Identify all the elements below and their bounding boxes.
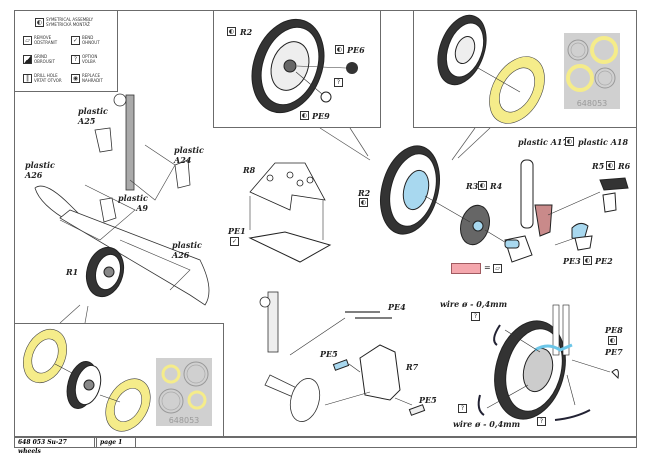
footer-page: page 1: [96, 437, 136, 447]
wire-bottom-left: [477, 394, 485, 416]
label-r5: R5: [592, 161, 605, 171]
symmetry-icon: ◐: [359, 198, 368, 207]
legend-item-replace: ◉ REPLACE NAHRADIT: [71, 73, 103, 83]
legend-box: ◐ SYMETRICAL ASSEMBLY SYMETRICKÁ MONTÁŽ …: [14, 10, 118, 92]
assembly-guides-left: [59, 144, 191, 291]
label-plastic-a25: plastic A25: [78, 106, 108, 126]
footer-product: 648 053 Su-27 wheels: [15, 437, 95, 455]
wheel-r2-mid: [380, 145, 440, 235]
part-r7: [359, 344, 401, 401]
part-r3-r4: [460, 204, 490, 246]
option-icon: ?: [334, 78, 343, 87]
part-pe5-right: [408, 404, 426, 416]
symmetry-icon: ◐: [608, 336, 617, 345]
legend-item-option: ? OPTION VOLBA: [71, 54, 97, 64]
label-pe3: PE3: [563, 256, 581, 266]
mask-code-top: 648053: [576, 99, 608, 108]
part-r8: [249, 162, 326, 211]
mask-code-bottom: 648053: [168, 416, 200, 425]
symmetry-icon: ◐: [335, 45, 344, 54]
label-plastic-a26-right: plastic A26: [172, 240, 202, 260]
remove-icon: ▱: [23, 35, 32, 45]
legend-item-drill: ║ DRILL HOLE VRTAT OTVOR: [23, 73, 62, 83]
replace-icon: ◉: [71, 73, 80, 83]
label-plastic-a9: plastic A9: [118, 193, 148, 213]
part-r5-r6: [599, 177, 629, 213]
label-wire-bottom: wire ø - 0,4mm: [453, 419, 521, 429]
wire-top: [493, 324, 501, 346]
label-plastic-a17: plastic A17: [518, 137, 569, 147]
bend-icon: ✓: [71, 35, 80, 45]
label-r7: R7: [406, 362, 419, 372]
label-pe4: PE4: [388, 302, 406, 312]
label-pe8: PE8: [605, 325, 623, 335]
legend-item-grind: GRIND OBROUSIT: [23, 54, 55, 64]
callout-lines: [59, 127, 491, 324]
mask-sheet-bottom: 648053: [156, 358, 212, 426]
symmetry-icon: ◐: [583, 256, 592, 265]
symmetry-icon: ◐: [606, 161, 615, 170]
gear-bottom-center: [259, 291, 321, 422]
part-pe9: [320, 91, 332, 103]
label-plastic-a26-left: plastic A26: [25, 160, 55, 180]
symmetry-icon: ◐: [35, 17, 44, 27]
equals-sign: =: [484, 263, 491, 272]
label-pe5-left: PE5: [320, 349, 338, 359]
part-pe7: [611, 369, 619, 380]
label-plastic-a24: plastic A24: [174, 145, 204, 165]
label-r6: R6: [618, 161, 631, 171]
remove-color-swatch: [451, 263, 481, 274]
label-r1: R1: [66, 267, 79, 277]
wheel-bottom-left: [66, 361, 102, 409]
legend-item-bend: ✓ BEND OHNOUT: [71, 35, 100, 45]
label-pe9: PE9: [312, 111, 330, 121]
part-pe5-left: [332, 359, 350, 371]
wheel-r1: [85, 246, 125, 298]
option-icon: ?: [71, 54, 80, 64]
main-gear-left: [34, 93, 210, 306]
label-r4: R4: [490, 181, 503, 191]
label-pe6: PE6: [347, 45, 365, 55]
label-pe7: PE7: [605, 347, 623, 357]
symmetry-icon: ◐: [300, 111, 309, 120]
wheel-r2-top: [251, 18, 325, 114]
grind-icon: [23, 54, 32, 64]
mask-sheet-bottom-rings: [158, 361, 209, 414]
label-plastic-a18: plastic A18: [578, 137, 629, 147]
symmetry-icon: ◐: [565, 137, 574, 146]
part-pe3-pe2: [571, 222, 593, 251]
wire-bottom-right: [554, 409, 591, 421]
mask-sheet-top-rings: [566, 36, 618, 92]
label-r3: R3: [466, 181, 479, 191]
label-r8: R8: [243, 165, 256, 175]
label-r2-mid: R2: [358, 188, 371, 198]
footer-bar: 648 053 Su-27 wheels page 1: [14, 436, 637, 455]
label-r2-top: R2: [240, 27, 253, 37]
option-icon: ?: [537, 417, 546, 426]
wheel-top-right: [437, 14, 487, 86]
label-wire-top: wire ø - 0,4mm: [440, 299, 508, 309]
label-pe1: PE1: [228, 226, 246, 236]
option-icon: ?: [471, 312, 480, 321]
legend-item-symmetry: ◐ SYMETRICAL ASSEMBLY SYMETRICKÁ MONTÁŽ: [35, 17, 94, 27]
remove-icon: ▱: [493, 264, 502, 273]
drill-hole-icon: ║: [23, 73, 32, 83]
part-pe1: [248, 231, 332, 263]
legend-item-remove: ▱ REMOVE ODSTRANIT: [23, 35, 57, 45]
label-pe5-right: PE5: [419, 395, 437, 405]
label-pe2: PE2: [595, 256, 613, 266]
symmetry-icon: ◐: [227, 27, 236, 36]
symmetry-icon: ◐: [478, 181, 487, 190]
part-pe6: [346, 62, 358, 74]
brake-line-blue: [534, 343, 573, 352]
mask-sheet-top: 648053: [564, 33, 620, 109]
option-icon: ?: [458, 404, 467, 413]
strut-a17-a18: [504, 159, 553, 263]
bend-icon: ✓: [230, 237, 239, 246]
